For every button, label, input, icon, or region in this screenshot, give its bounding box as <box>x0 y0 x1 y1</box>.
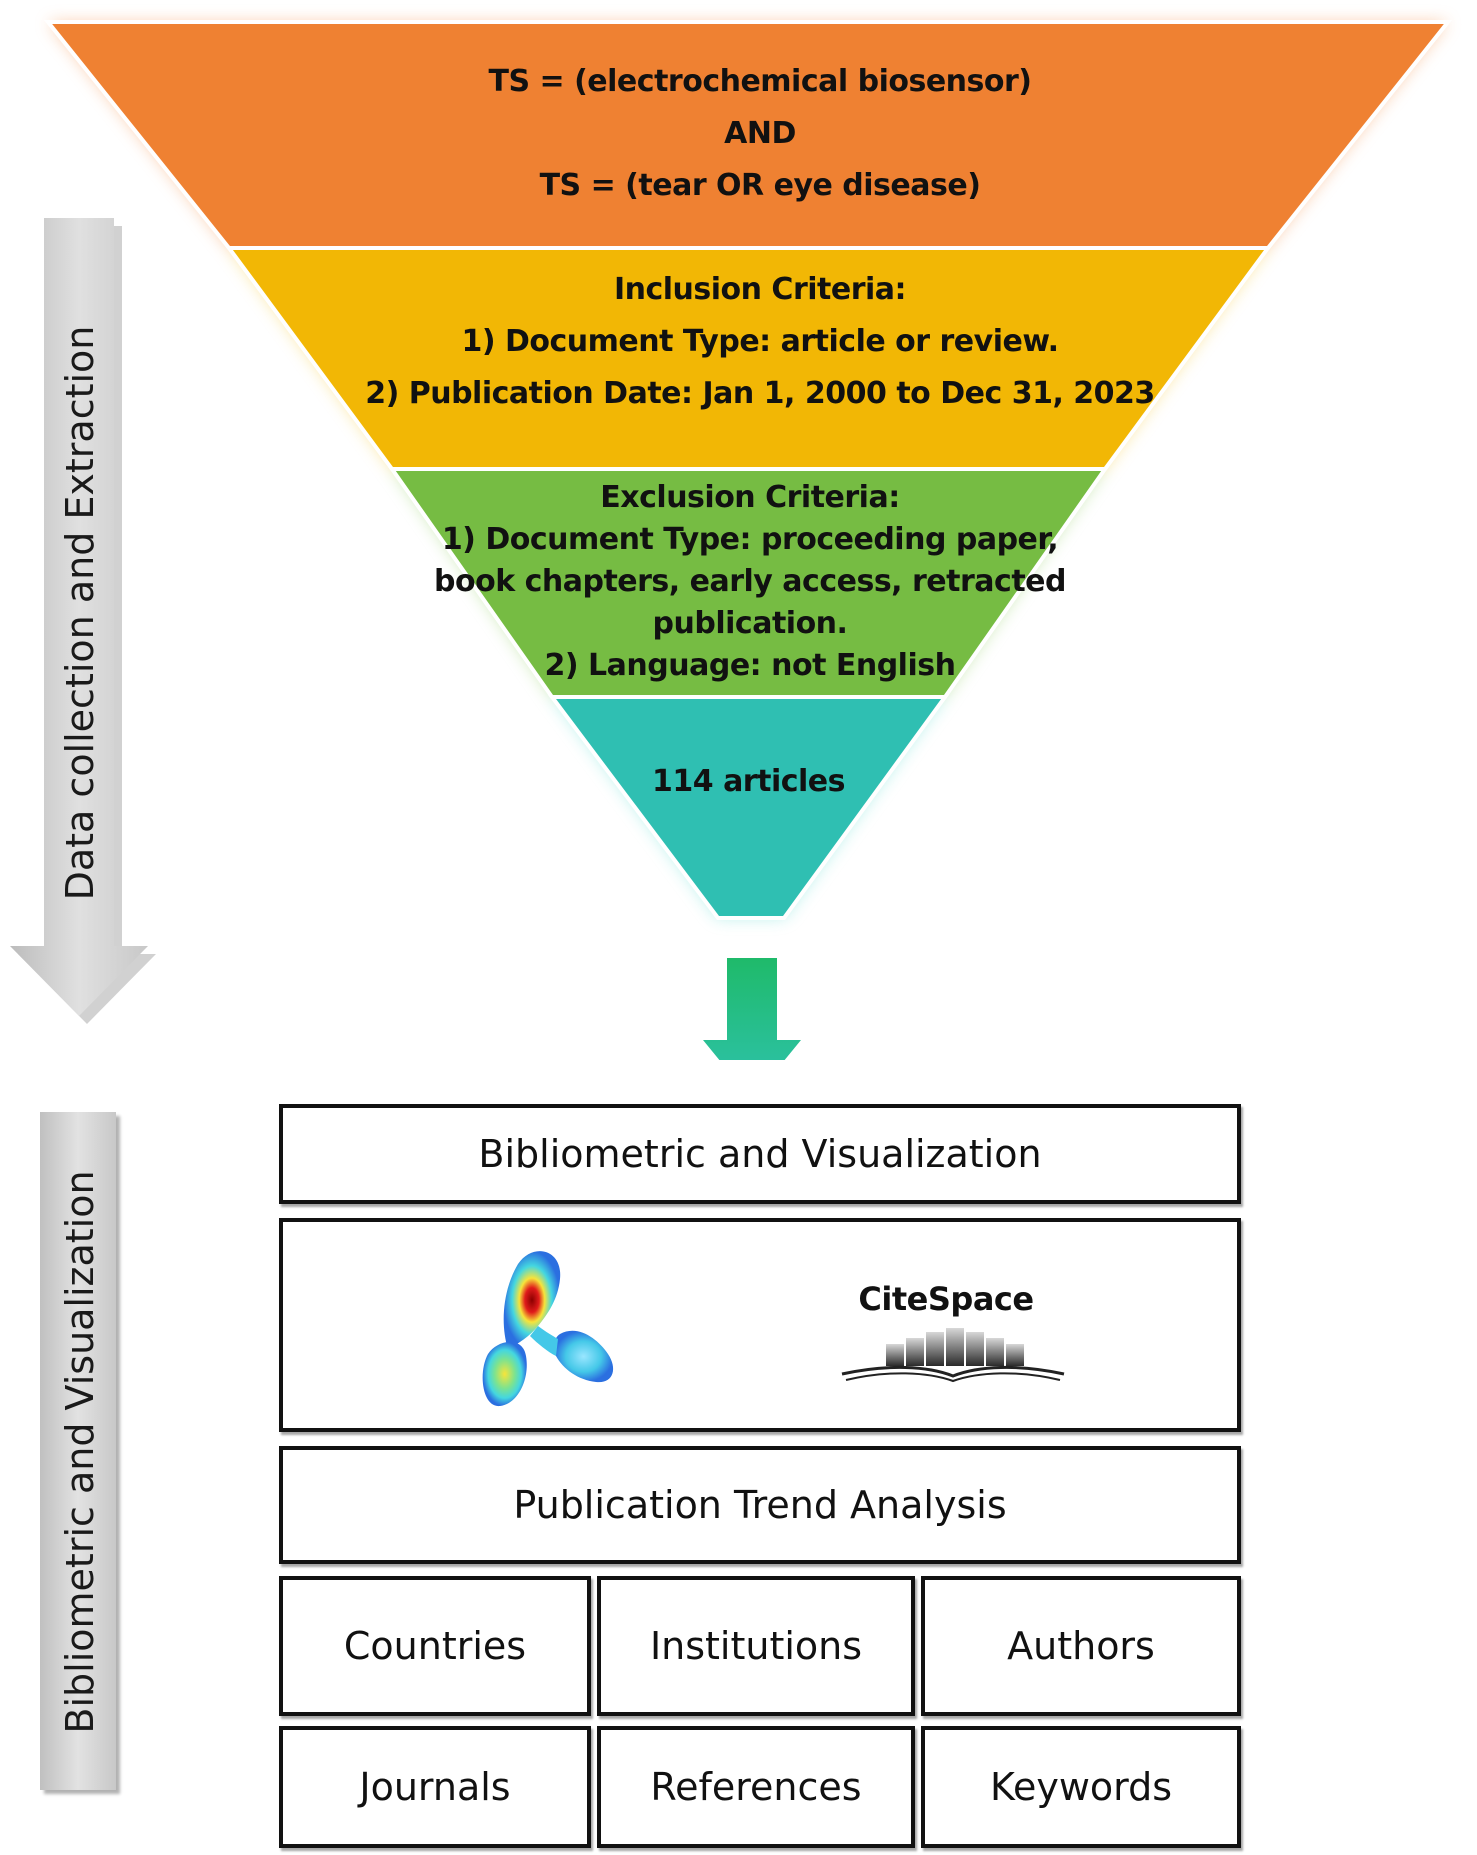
vosviewer-heatmap-logo-icon <box>482 1251 614 1407</box>
bibliometric-side-bar <box>40 1112 116 1790</box>
box-authors: Authors <box>921 1576 1241 1716</box>
inclusion-item-1: 1) Document Type: article or review. <box>461 324 1059 359</box>
box-institutions-label: Institutions <box>649 1624 863 1668</box>
inclusion-criteria-text: Inclusion Criteria: 1) Document Type: ar… <box>300 264 1220 420</box>
box-bibliometric-header: Bibliometric and Visualization <box>279 1104 1241 1204</box>
result-count-text: 114 articles <box>552 762 945 802</box>
box-countries-label: Countries <box>343 1624 527 1668</box>
box-authors-label: Authors <box>1007 1624 1155 1668</box>
box-keywords-label: Keywords <box>989 1765 1173 1809</box>
box-keywords: Keywords <box>921 1726 1241 1848</box>
exclusion-item-1c: publication. <box>652 606 848 641</box>
result-count-label: 114 articles <box>652 764 846 799</box>
exclusion-title: Exclusion Criteria: <box>600 480 900 515</box>
down-arrow-icon <box>703 958 801 1060</box>
box-references: References <box>597 1726 915 1848</box>
search-query-line-1: TS = (electrochemical biosensor) <box>488 64 1033 99</box>
box-institutions: Institutions <box>597 1576 915 1716</box>
box-publication-trend-label: Publication Trend Analysis <box>513 1483 1007 1527</box>
inclusion-title: Inclusion Criteria: <box>613 272 907 307</box>
data-collection-arrow <box>10 218 156 1024</box>
funnel-stage-result <box>547 695 949 920</box>
box-publication-trend: Publication Trend Analysis <box>279 1446 1241 1564</box>
search-query-operator: AND <box>724 116 796 151</box>
exclusion-criteria-text: Exclusion Criteria: 1) Document Type: pr… <box>400 477 1100 687</box>
open-book-icon <box>841 1328 1065 1383</box>
inclusion-item-2: 2) Publication Date: Jan 1, 2000 to Dec … <box>365 376 1155 411</box>
citespace-logo: CiteSpace <box>838 1262 1068 1392</box>
side-label-data-collection: Data collection and Extraction <box>58 325 102 901</box>
exclusion-item-1a: 1) Document Type: proceeding paper, <box>441 522 1059 557</box>
box-journals-label: Journals <box>359 1765 511 1809</box>
box-countries: Countries <box>279 1576 591 1716</box>
exclusion-item-2: 2) Language: not English <box>544 648 956 683</box>
exclusion-item-1b: book chapters, early access, retracted <box>434 564 1066 599</box>
citespace-logo-label: CiteSpace <box>858 1280 1034 1318</box>
box-bibliometric-header-label: Bibliometric and Visualization <box>478 1132 1042 1176</box>
search-query-text: TS = (electrochemical biosensor) AND TS … <box>300 56 1220 212</box>
search-query-line-2: TS = (tear OR eye disease) <box>539 168 981 203</box>
box-journals: Journals <box>279 1726 591 1848</box>
side-label-bibliometric: Bibliometric and Visualization <box>58 1170 102 1734</box>
box-tools: CiteSpace <box>279 1218 1241 1432</box>
funnel-diagram <box>10 22 1448 1060</box>
box-references-label: References <box>650 1765 862 1809</box>
